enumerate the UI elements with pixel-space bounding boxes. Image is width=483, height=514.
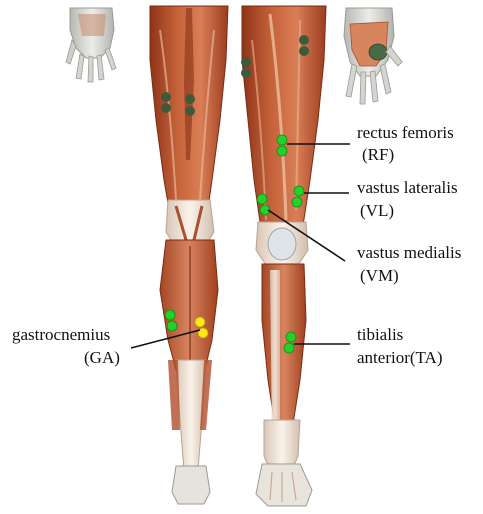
label-vl-abbr: (VL)	[360, 201, 394, 221]
label-rf-name: rectus femoris	[357, 123, 454, 143]
left-hand	[66, 8, 116, 82]
label-vl-name: vastus lateralis	[357, 178, 458, 198]
right-leg-front-view	[242, 6, 326, 506]
label-ta-abbr: anterior(TA)	[357, 348, 442, 368]
label-ga-name: gastrocnemius	[12, 325, 110, 345]
left-leg-back-view	[150, 6, 228, 504]
label-vm-abbr: (VM)	[360, 266, 399, 286]
label-ga-abbr: (GA)	[84, 348, 120, 368]
label-rf-abbr: (RF)	[362, 145, 394, 165]
label-ta-name: tibialis	[357, 325, 403, 345]
right-hand	[344, 8, 402, 104]
label-vm-name: vastus medialis	[357, 243, 461, 263]
